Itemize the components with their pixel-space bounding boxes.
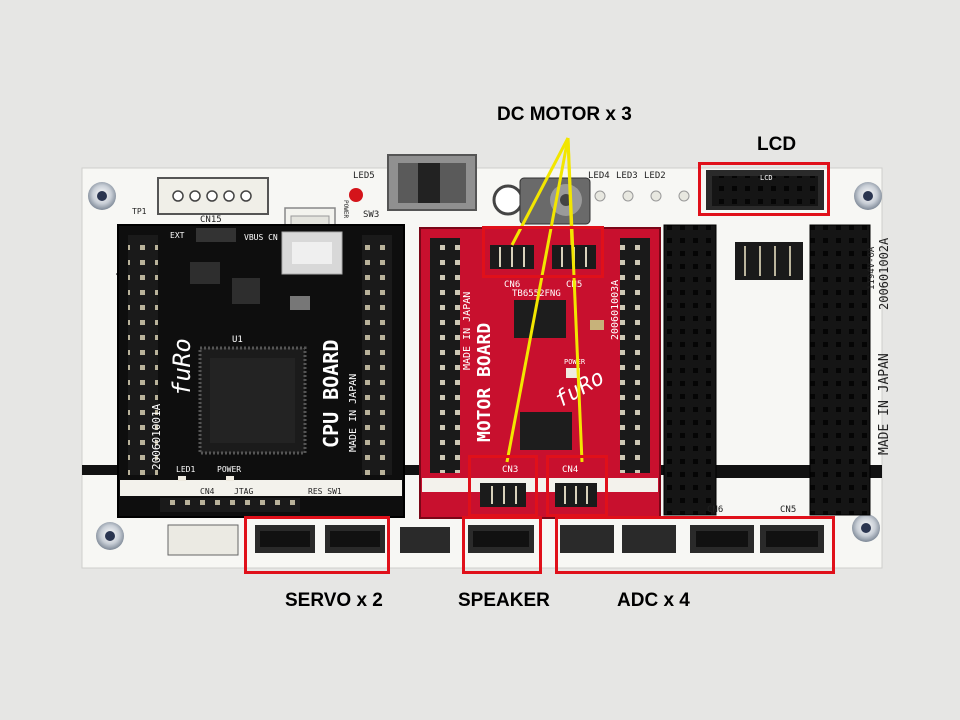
callout-servo: SERVO x 2 (285, 590, 383, 611)
motor-driver-chip-2 (520, 412, 572, 450)
motor-chip-label: TB6552FNG (512, 289, 561, 299)
motor-part-number: 200601003A (610, 280, 621, 340)
cpu-res-label: RES SW1 (308, 487, 342, 496)
motor-header-right (620, 238, 650, 473)
led4 (594, 190, 606, 202)
motor-header-left (430, 238, 460, 473)
base-cn6-label: CN6 (707, 505, 723, 515)
cpu-jtag-header (160, 498, 300, 512)
led1-base (678, 190, 690, 202)
cpu-u1-label: U1 (232, 335, 243, 345)
highlight-dc-motor-top (482, 226, 604, 278)
motor-bottom-strip (422, 478, 658, 492)
cpu-bottom-strip (120, 480, 402, 496)
base-rev: 1194V-0A (867, 246, 877, 290)
highlight-cn4 (546, 455, 608, 517)
callout-speaker: SPEAKER (458, 590, 550, 611)
switch-knob (418, 163, 440, 203)
highlight-lcd (698, 162, 830, 216)
led5-label: LED5 (353, 171, 375, 181)
cpu-part-number: 200601001A (150, 403, 163, 470)
led2-label: LED2 (644, 171, 666, 181)
cpu-regulator (190, 262, 220, 284)
jumper-block (735, 242, 803, 280)
motor-cn3-label: CN3 (502, 465, 518, 475)
cpu-brand: fuRo (168, 338, 196, 396)
motor-cn6-label: CN6 (504, 280, 520, 290)
cpu-jtag-label: JTAG (234, 487, 253, 496)
motor-driver-chip-1 (514, 300, 566, 338)
base-part-number: 200601002A (877, 237, 891, 310)
led5 (349, 188, 363, 202)
callout-dc-motor: DC MOTOR x 3 (497, 104, 632, 125)
socket-left-tall (663, 224, 717, 516)
cpu-made-in-japan: MADE IN JAPAN (348, 374, 359, 452)
lcd-silk: LCD (760, 174, 773, 182)
sw2-hole (492, 184, 524, 216)
sw3-label: SW3 (363, 210, 379, 220)
led3-label: LED3 (616, 171, 638, 181)
cpu-power-label: POWER (217, 465, 241, 474)
socket-right-tall (809, 224, 871, 516)
highlight-speaker (462, 516, 542, 574)
cpu-cn4-label: CN4 (200, 487, 215, 496)
motor-power-label: POWER (564, 358, 586, 366)
base-stripe-right (690, 468, 882, 478)
motor-board-title: MOTOR BOARD (474, 323, 495, 442)
power-label-base: POWER (342, 200, 349, 218)
highlight-adc (555, 516, 835, 574)
led4-label: LED4 (588, 171, 610, 181)
motor-power-led (566, 368, 580, 378)
cpu-ext-label: EXT (170, 231, 185, 240)
tp1-label: TP1 (132, 207, 147, 216)
base-cn5-label: CN5 (780, 505, 796, 515)
cpu-led1-label: LED1 (176, 465, 195, 474)
bottom-connectors (167, 524, 824, 556)
led3 (622, 190, 634, 202)
motor-made-in-japan: MADE IN JAPAN (462, 292, 473, 370)
motor-cn4-label: CN4 (562, 465, 578, 475)
highlight-servo (244, 516, 390, 574)
callout-lcd: LCD (757, 134, 797, 155)
cpu-ext-jumper (196, 228, 236, 242)
highlight-cn3 (468, 455, 538, 517)
cn15-label: CN15 (200, 215, 222, 225)
led2 (650, 190, 662, 202)
cpu-header-right (362, 235, 392, 475)
cpu-header-left (128, 235, 158, 475)
base-made-in-japan: MADE IN JAPAN (877, 353, 892, 455)
cpu-board-title: CPU BOARD (319, 340, 343, 448)
cpu-vbus-label: VBUS CN (244, 233, 278, 242)
callout-adc: ADC x 4 (617, 590, 690, 611)
